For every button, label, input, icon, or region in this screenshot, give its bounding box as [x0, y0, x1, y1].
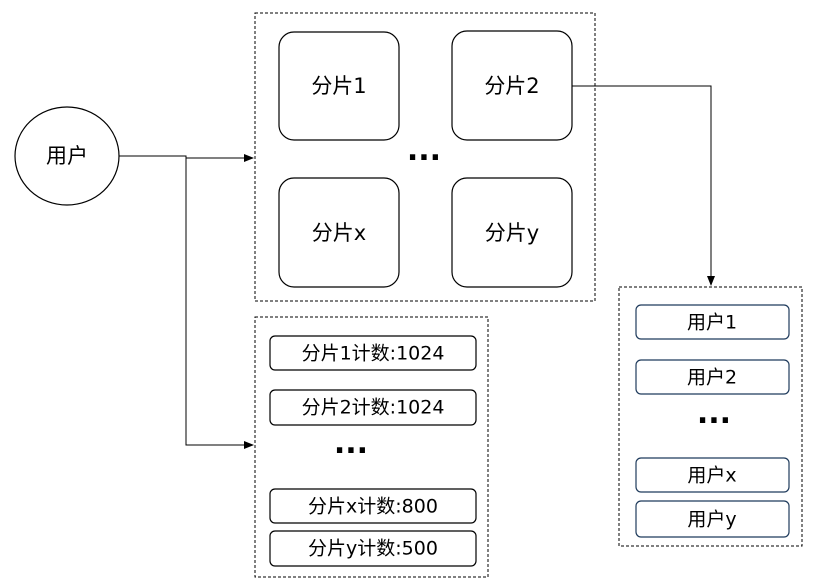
connector-shard2-to-users — [572, 85, 715, 286]
shard-count-item-y: 分片y计数:500 — [269, 530, 477, 567]
shard-users-ellipsis: ··· — [697, 404, 731, 439]
shard-box-1: 分片1 — [278, 31, 400, 141]
shard-box-2: 分片2 — [451, 30, 573, 141]
shard-pool-ellipsis: ··· — [407, 141, 441, 176]
shard-pool: 分片1 分片2 分片x 分片y ··· — [254, 12, 596, 302]
shard-count-label: 分片1计数:1024 — [302, 343, 445, 365]
user-node-label: 用户 — [46, 144, 88, 168]
shard-user-label: 用户1 — [687, 312, 737, 334]
shard-user-item-x: 用户x — [635, 457, 790, 493]
user-node: 用户 — [14, 106, 120, 206]
shard-user-item-1: 用户1 — [635, 304, 790, 340]
shard-user-label: 用户y — [687, 509, 736, 531]
shard-count-label: 分片x计数:800 — [308, 496, 438, 518]
shard-label: 分片1 — [311, 74, 366, 98]
shard-user-label: 用户2 — [687, 367, 737, 389]
shard-label: 分片y — [485, 221, 539, 245]
shard-user-item-y: 用户y — [635, 500, 790, 538]
connector-user-to-shard-counts — [185, 156, 254, 449]
shard-box-x: 分片x — [278, 177, 400, 288]
shard-count-label: 分片y计数:500 — [308, 538, 438, 560]
shard-users-panel: 用户1 用户2 ··· 用户x 用户y — [618, 286, 803, 547]
shard-label: 分片x — [312, 221, 366, 245]
shard-count-item-1: 分片1计数:1024 — [269, 335, 477, 371]
shard-counts-ellipsis: ··· — [334, 434, 368, 469]
shard-user-label: 用户x — [687, 465, 736, 487]
shard-count-item-x: 分片x计数:800 — [269, 488, 477, 524]
shard-count-label: 分片2计数:1024 — [302, 397, 445, 419]
shard-count-item-2: 分片2计数:1024 — [269, 389, 477, 426]
shard-user-item-2: 用户2 — [635, 359, 790, 395]
shard-label: 分片2 — [484, 74, 539, 98]
shard-counts-panel: 分片1计数:1024 分片2计数:1024 ··· 分片x计数:800 分片y计… — [254, 316, 489, 578]
shard-box-y: 分片y — [451, 177, 573, 288]
